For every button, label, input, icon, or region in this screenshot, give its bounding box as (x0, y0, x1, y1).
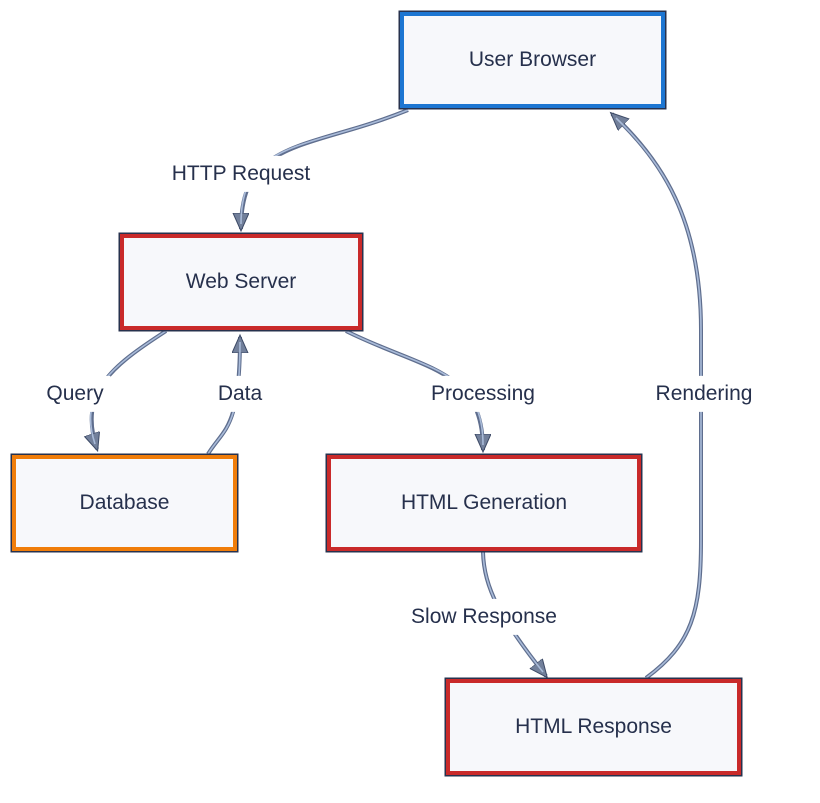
node-label: Web Server (185, 270, 297, 293)
node-label: HTML Response (515, 715, 672, 738)
edge-data (206, 337, 240, 456)
edge-label-processing: Processing (424, 375, 542, 413)
edge-http-request (241, 108, 409, 229)
edge-label-http-request: HTTP Request (164, 155, 318, 193)
edge-label-slow-response: Rendering (648, 375, 760, 413)
node-html-response: HTML Response (446, 679, 741, 775)
node-label: Database (79, 491, 170, 514)
node-label: User Browser (468, 48, 597, 71)
edge-processing (345, 329, 483, 450)
node-web-server: Web Server (120, 234, 362, 330)
edge-label-query: Query (39, 375, 111, 413)
node-user-browser: User Browser (400, 12, 665, 108)
edge-label-rendering: Slow Response (404, 598, 564, 636)
node-database: Database (12, 455, 237, 551)
node-html-generation: HTML Generation (327, 455, 641, 551)
edge-label-data: Data (210, 375, 270, 413)
node-label: HTML Generation (400, 491, 568, 514)
